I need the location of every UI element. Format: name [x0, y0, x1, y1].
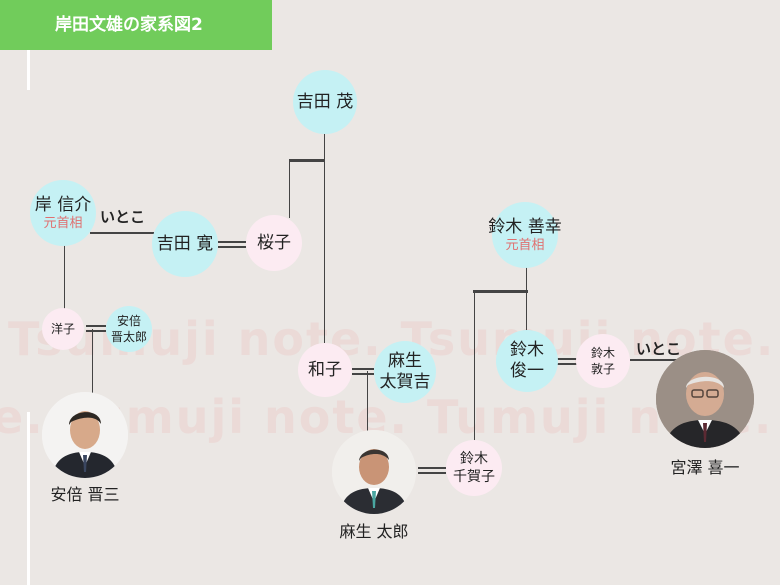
node-suzuki-shunichi-line2: 俊一 [510, 361, 544, 381]
line-to-shunichi [526, 266, 527, 332]
portrait-abe-icon [42, 392, 128, 478]
node-suzuki-chikako: 鈴木 千賀子 [446, 440, 502, 496]
decor-vertical-line-bottom [27, 412, 30, 585]
node-yoko-name: 洋子 [50, 322, 75, 336]
node-sakurako-name: 桜子 [257, 232, 291, 253]
photo-abe-shinzo [42, 392, 128, 478]
line-to-kazuko [324, 133, 325, 343]
node-suzuki-zenko-role: 元首相 [505, 237, 545, 253]
node-yoko: 洋子 [42, 308, 84, 350]
marriage-yoko-abe [86, 325, 106, 332]
node-kishi-name: 岸 信介 [34, 194, 92, 215]
decor-vertical-line-top [27, 50, 30, 90]
node-kazuko: 和子 [298, 343, 352, 397]
line-to-chikako [474, 291, 475, 441]
suzuki-child-bar [473, 290, 528, 293]
node-suzuki-atsuko-line2: 敦子 [590, 362, 615, 376]
marriage-shunichi-atsuko [557, 358, 577, 365]
node-suzuki-atsuko-line1: 鈴木 [590, 346, 615, 360]
marriage-yoshida-sakurako [218, 241, 246, 248]
line-kishi-to-yoko [64, 244, 65, 310]
marriage-kazuko-takakichi [352, 368, 374, 375]
node-kishi-role: 元首相 [43, 215, 83, 231]
caption-abe-shinzo: 安倍 晋三 [50, 485, 120, 504]
caption-miyazawa-kiichi: 宮澤 喜一 [670, 458, 740, 477]
cousin-label-atsuko-miyazawa: いとこ [636, 340, 682, 358]
node-suzuki-shunichi: 鈴木 俊一 [496, 330, 558, 392]
caption-aso-taro: 麻生 太郎 [339, 522, 409, 541]
node-abe-shintaro-line2: 晋太郎 [110, 330, 147, 344]
node-yoshida-hiroshi: 吉田 寛 [152, 211, 218, 277]
node-suzuki-zenko-name: 鈴木 善幸 [488, 216, 562, 237]
line-to-aso-taro [367, 371, 368, 433]
atsuko-miyazawa-cousin-line [630, 359, 678, 361]
portrait-aso-icon [332, 430, 416, 514]
node-aso-takakichi-line2: 太賀吉 [379, 372, 431, 392]
node-kazuko-name: 和子 [308, 359, 342, 380]
page-title: 岸田文雄の家系図2 [55, 15, 203, 35]
portrait-miyazawa-icon [656, 350, 754, 448]
node-suzuki-chikako-line1: 鈴木 [460, 451, 488, 467]
photo-aso-taro [332, 430, 416, 514]
node-suzuki-chikako-line2: 千賀子 [453, 469, 495, 485]
photo-miyazawa-kiichi [656, 350, 754, 448]
node-kishi-nobusuke: 岸 信介 元首相 [30, 180, 96, 246]
node-yoshida-shigeru: 吉田 茂 [293, 70, 357, 134]
node-yoshida-hiroshi-name: 吉田 寛 [156, 233, 214, 254]
node-suzuki-atsuko: 鈴木 敦子 [576, 334, 630, 388]
cousin-label-kishi-yoshida: いとこ [100, 208, 146, 226]
node-sakurako: 桜子 [246, 215, 302, 271]
marriage-aso-chikako [418, 467, 446, 474]
line-to-abe-shinzo [92, 329, 93, 393]
page-title-banner: 岸田文雄の家系図2 [0, 0, 272, 50]
yoshida-child-bar [289, 159, 325, 162]
node-abe-shintaro-line1: 安倍 [116, 314, 141, 328]
node-abe-shintaro: 安倍 晋太郎 [106, 306, 152, 352]
line-to-sakurako [289, 160, 290, 218]
node-suzuki-zenko: 鈴木 善幸 元首相 [488, 202, 562, 268]
node-aso-takakichi-line1: 麻生 [388, 351, 422, 371]
node-suzuki-shunichi-line1: 鈴木 [510, 340, 544, 360]
node-yoshida-shigeru-name: 吉田 茂 [296, 91, 354, 112]
kishi-yoshida-cousin-line [90, 232, 154, 234]
node-aso-takakichi: 麻生 太賀吉 [374, 341, 436, 403]
